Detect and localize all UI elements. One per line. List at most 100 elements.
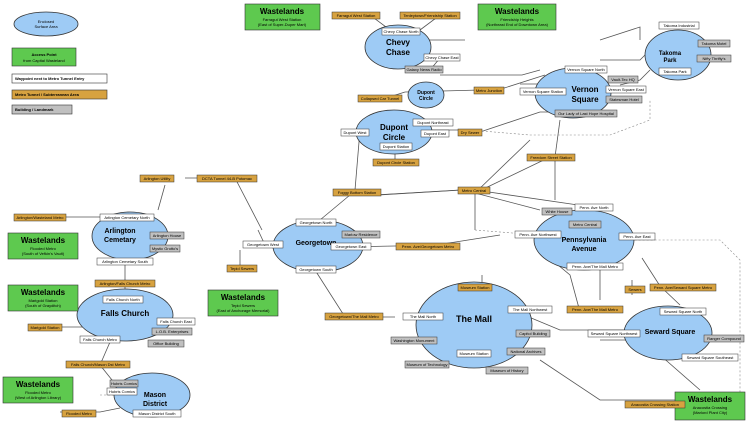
the-mall-area [415, 281, 533, 369]
bldg-tech: Museum of Technology [404, 360, 450, 369]
svg-text:Foggy Bottom Station: Foggy Bottom Station [338, 190, 376, 195]
svg-text:(South of Grayditch): (South of Grayditch) [25, 303, 61, 308]
svg-text:Ranger Compound: Ranger Compound [707, 336, 741, 341]
svg-text:Chevy Chase East: Chevy Chase East [425, 55, 459, 60]
bldg-galaxy: Galaxy News Radio [404, 65, 444, 74]
bldg-nifty: Nifty Thrifty's [696, 54, 732, 63]
svg-text:Dupont West: Dupont West [343, 130, 367, 135]
legend: Enclosed Surface Area Access Point from … [11, 19, 108, 115]
wp-takoma-industrial: Takoma Industrial [658, 21, 700, 30]
svg-text:(East of Anchorage Memorial): (East of Anchorage Memorial) [217, 308, 271, 313]
tunnel-penn-mall: Penn. Ave/The Mall Metro [566, 305, 624, 314]
bldg-washington: Washington Monument [390, 336, 438, 345]
svg-text:National Archives: National Archives [511, 349, 542, 354]
legend-building: Building / Landmark [15, 107, 54, 112]
wasteland-marigold: Wastelands Marigold Station (South of Gr… [7, 284, 79, 312]
svg-text:(East of Super-Duper Mart): (East of Super-Duper Mart) [258, 22, 307, 27]
svg-text:Penn. Ave North: Penn. Ave North [579, 205, 608, 210]
svg-text:Seward Square North: Seward Square North [664, 309, 702, 314]
label-penn-2: Avenue [571, 246, 596, 253]
label-vernon-2: Square [571, 95, 599, 104]
svg-text:White House: White House [546, 209, 570, 214]
wp-penn-east: Penn. Ave East [618, 232, 656, 241]
svg-text:Falls Church East: Falls Church East [160, 319, 192, 324]
bldg-history: Museum of History [485, 366, 529, 375]
tunnel-marigold: Marigold Station [27, 323, 63, 332]
wp-dupont-east: Dupont East [420, 129, 450, 138]
tunnel-foggy: Foggy Bottom Station [332, 188, 382, 197]
svg-text:Wastelands: Wastelands [21, 288, 66, 297]
label-arlington-2: Cemetary [104, 237, 136, 244]
wp-takoma-park: Takoma Park [658, 67, 692, 76]
svg-text:Wastelands: Wastelands [260, 7, 305, 16]
svg-text:Falls Church/Mason Dst Metro: Falls Church/Mason Dst Metro [71, 362, 126, 367]
wasteland-flooded-west: Wastelands Flooded Metro (West of Arling… [2, 376, 74, 404]
wasteland-anacostia: Wastelands Anacostia Crossing (Marlord P… [674, 391, 746, 421]
tunnel-arl-wasteland: Arlington/Wasteland Metro [13, 213, 67, 222]
svg-text:Georgetown South: Georgetown South [299, 267, 332, 272]
svg-text:Anacostia Crossing Station: Anacostia Crossing Station [631, 402, 679, 407]
wp-georgetown-west: Georgetown West [242, 240, 284, 249]
svg-text:Freedom Street Station: Freedom Street Station [530, 155, 571, 160]
svg-text:Penn. Ave East: Penn. Ave East [623, 234, 651, 239]
area-ellipses [76, 24, 713, 418]
tunnel-tenleytown: Tenleytown/Friendship Station [399, 11, 461, 20]
wp-penn-mall: Penn. Ave/The Mall Metro [566, 262, 624, 271]
svg-text:Takoma Industrial: Takoma Industrial [663, 23, 694, 28]
wp-penn-north: Penn. Ave North [574, 203, 614, 212]
legend-access-2: from Capital Wasteland [23, 58, 64, 63]
svg-text:Tepid Sewers: Tepid Sewers [230, 266, 254, 271]
svg-text:Washington Monument: Washington Monument [394, 338, 436, 343]
falls-church-area [76, 288, 174, 342]
bldg-takoma-motel: Takoma Motel [697, 39, 731, 48]
tunnel-freedom: Freedom Street Station [526, 153, 576, 162]
label-dupont-1: Dupont [380, 123, 408, 132]
legend-ellipse [13, 11, 79, 37]
label-seward: Seward Square [645, 329, 696, 336]
wp-seward-southeast: Seward Square Southeast [681, 353, 739, 362]
wp-hubris: Hubris Comics [106, 387, 138, 396]
svg-text:Dupont Circle Station: Dupont Circle Station [377, 160, 415, 165]
tunnel-boxes: Farragut West Station Tenleytown/Friends… [13, 11, 717, 418]
svg-text:Georgetown North: Georgetown North [300, 220, 333, 225]
svg-text:Arlington Cemetary South: Arlington Cemetary South [102, 259, 148, 264]
svg-text:Penn. Ave Northwest: Penn. Ave Northwest [519, 232, 557, 237]
legend-waypoint: Waypoint next to Metro Tunnel Entry [15, 76, 85, 81]
wp-dupont-station: Dupont Station [379, 142, 413, 151]
wp-chevy-north: Chevy Chase North [381, 27, 421, 36]
svg-text:Georgetown West: Georgetown West [247, 242, 280, 247]
svg-text:Museum of Technology: Museum of Technology [406, 362, 447, 367]
wp-penn-northwest: Penn. Ave Northwest [514, 230, 562, 239]
svg-text:Anacostia Crossing: Anacostia Crossing [693, 405, 727, 410]
tunnel-dry-sewer: Dry Sewer [457, 128, 483, 137]
label-dupont-plaza-1: Dupont [417, 90, 435, 96]
svg-text:Galaxy News Radio: Galaxy News Radio [406, 67, 442, 72]
legend-access-1: Access Point [31, 52, 57, 57]
waypoint-boxes: Chevy Chase North Chevy Chase East Verno… [79, 21, 739, 418]
wp-georgetown-east: Georgetown East [330, 242, 372, 251]
tunnel-collapsed: Collapsed Car Tunnel [357, 94, 403, 103]
wasteland-flooded-south: Wastelands Flooded Metro (South of Vefki… [7, 232, 79, 260]
bldg-white-house: White House [541, 207, 573, 216]
svg-text:Vernon Square East: Vernon Square East [608, 87, 645, 92]
wasteland-friendship: Wastelands Friendship Heights (Northeast… [477, 3, 557, 31]
tunnel-dupont-station: Dupont Circle Station [372, 158, 420, 167]
svg-text:Dupont East: Dupont East [424, 131, 447, 136]
label-vernon-1: Vernon [571, 85, 598, 94]
svg-text:Georgetown/The Mall Metro: Georgetown/The Mall Metro [329, 314, 379, 319]
wp-vernon-station: Vernon Square Station [519, 87, 567, 96]
tunnel-sewers: Sewers [624, 285, 646, 294]
legend-enclosed-2: Surface Area [34, 24, 58, 29]
label-the-mall: The Mall [456, 314, 492, 324]
label-dupont-2: Circle [383, 133, 406, 142]
svg-text:(Northeast End of Downtown Are: (Northeast End of Downtown Area) [486, 22, 548, 27]
svg-text:DCTA Tunnel 44-B Potomac: DCTA Tunnel 44-B Potomac [202, 176, 252, 181]
svg-text:Wastelands: Wastelands [21, 236, 66, 245]
wp-georgetown-north: Georgetown North [295, 218, 337, 227]
bldg-arl-house: Arlington House [149, 231, 185, 240]
svg-text:Metro Central: Metro Central [573, 222, 597, 227]
svg-text:Dupont Northeast: Dupont Northeast [417, 120, 449, 125]
svg-text:Penn. Ave/Seward Square Metro: Penn. Ave/Seward Square Metro [654, 285, 713, 290]
legend-enclosed-1: Enclosed [38, 19, 54, 24]
bldg-capitol: Capitol Building [515, 329, 551, 338]
